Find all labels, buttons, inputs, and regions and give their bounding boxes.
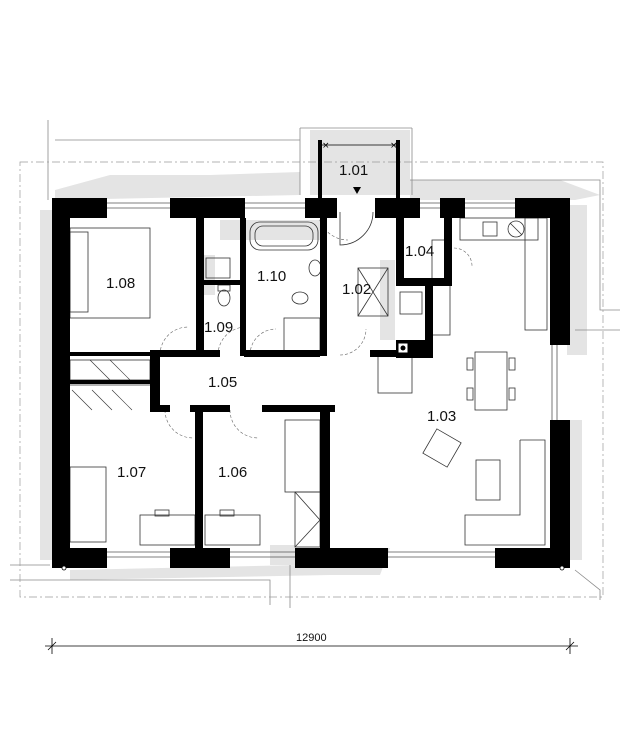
walls <box>52 140 570 568</box>
entrance-arrow-icon <box>353 187 361 194</box>
svg-text:×: × <box>390 141 398 151</box>
door-leaves <box>339 211 374 246</box>
room-labels: 1.01 1.02 1.03 1.04 1.05 1.06 1.07 1.08 … <box>106 162 456 481</box>
wardrobe-lines <box>71 359 133 411</box>
site-lines <box>10 120 620 608</box>
room-label-1-07: 1.07 <box>117 464 146 481</box>
svg-text:×: × <box>322 141 330 151</box>
room-label-1-09: 1.09 <box>204 319 233 336</box>
room-label-1-10: 1.10 <box>257 268 286 285</box>
room-label-1-08: 1.08 <box>106 275 135 292</box>
dimension-line <box>45 638 578 654</box>
dimension-label: 12900 <box>296 632 327 644</box>
details: × × <box>61 141 565 571</box>
room-label-1-05: 1.05 <box>208 374 237 391</box>
windows <box>105 202 558 558</box>
room-label-1-04: 1.04 <box>405 243 434 260</box>
room-label-1-03: 1.03 <box>427 408 456 425</box>
room-label-1-02: 1.02 <box>342 281 371 298</box>
room-label-1-01: 1.01 <box>339 162 368 179</box>
room-label-1-06: 1.06 <box>218 464 247 481</box>
axis-outline <box>19 161 604 598</box>
